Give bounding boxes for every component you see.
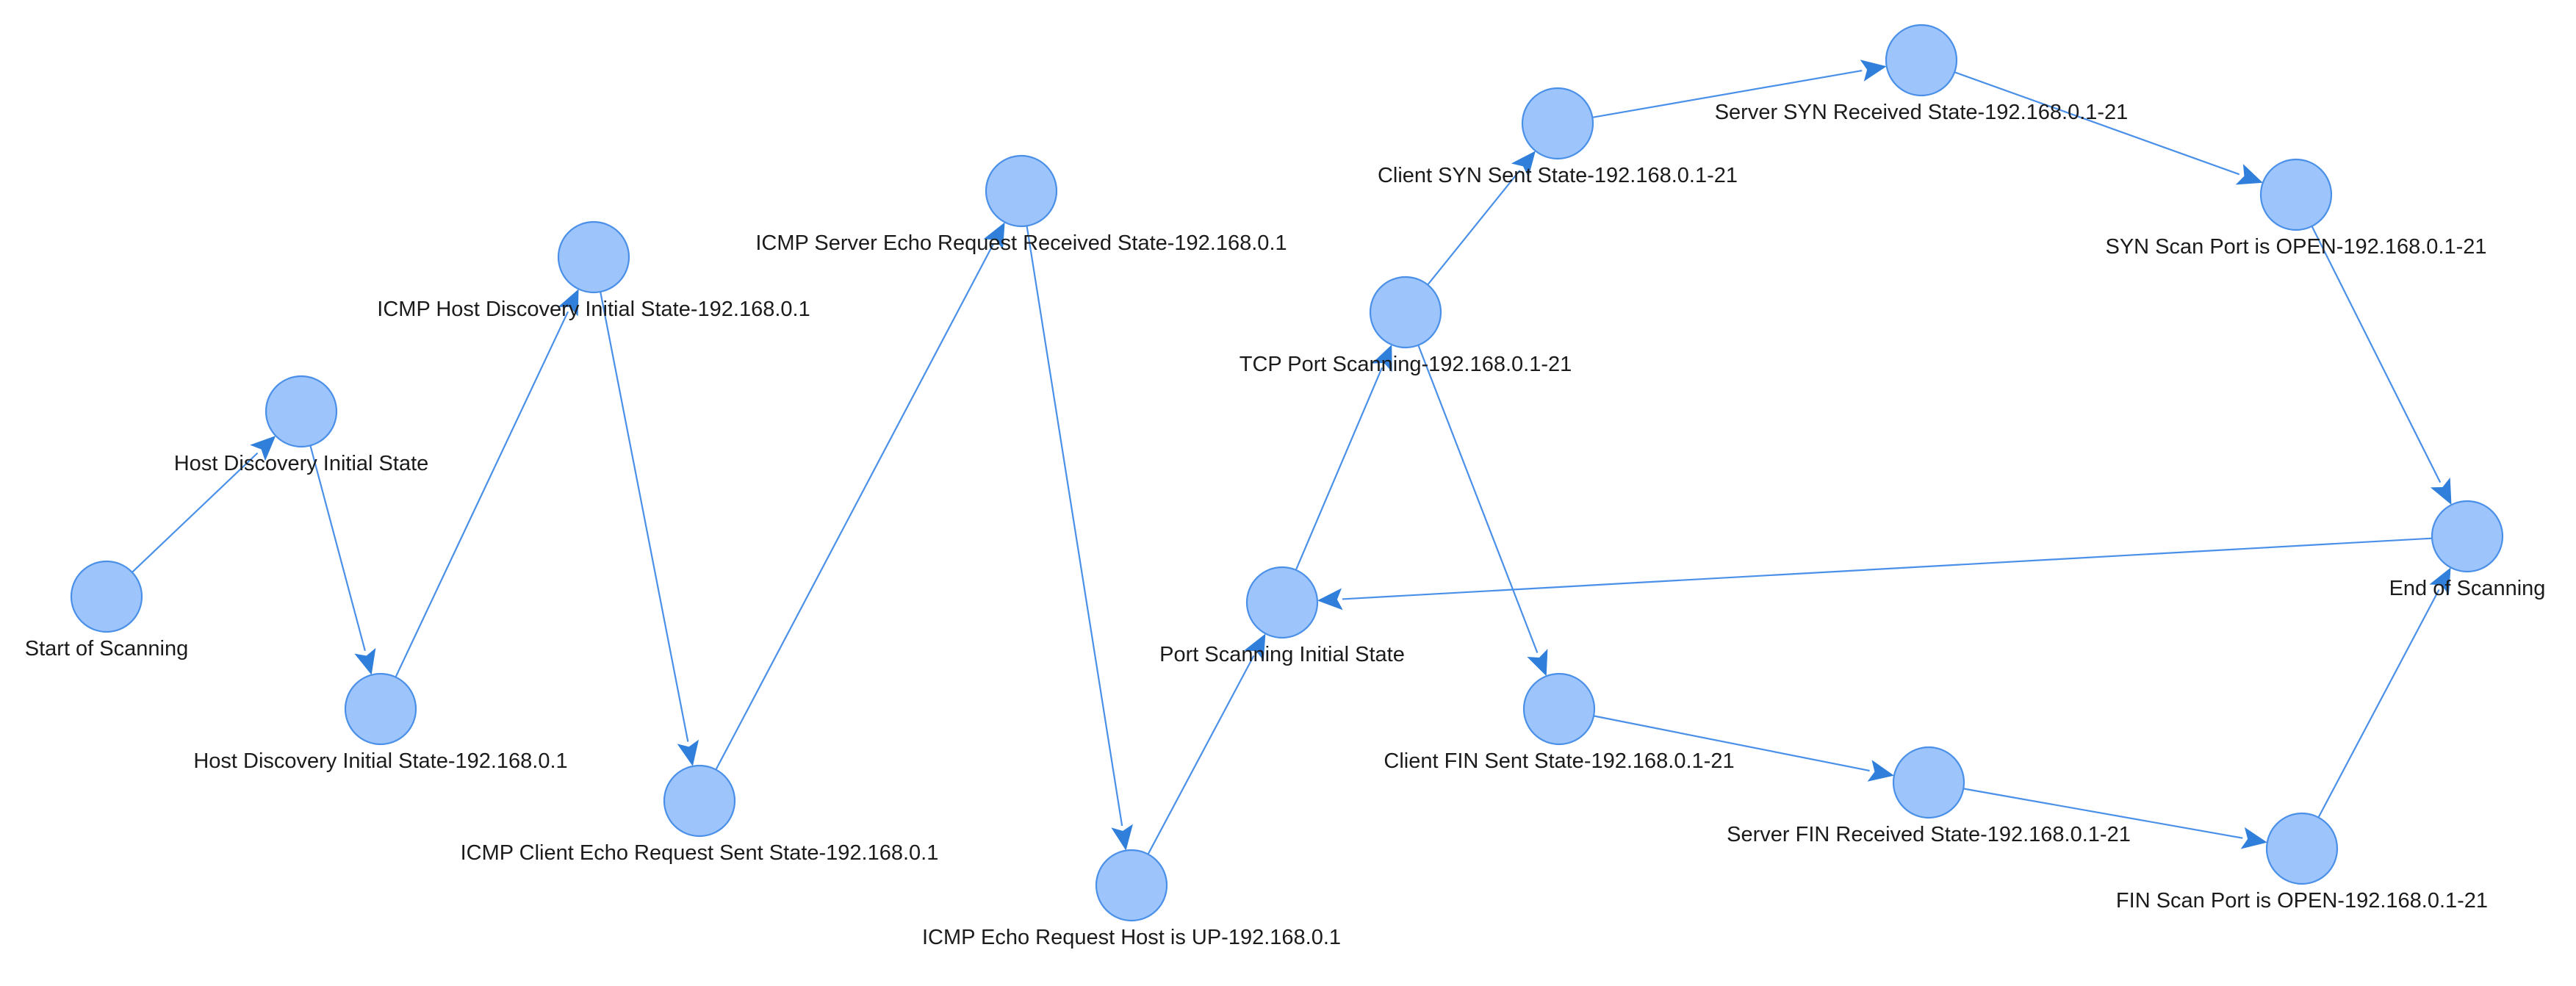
edge-fin_recv-to-fin_open — [1963, 788, 2267, 849]
edge-syn_recv-to-syn_open — [1954, 71, 2263, 185]
state-node-syn_recv[interactable] — [1885, 24, 1958, 97]
edge-fin_open-to-end — [2317, 567, 2451, 818]
edge-line — [600, 291, 689, 742]
edge-line — [309, 445, 366, 652]
arrowhead-icon — [677, 739, 699, 766]
nodes-layer — [70, 24, 2504, 922]
edge-icmp_server-to-icmp_up — [1026, 226, 1133, 851]
node-label-syn_recv: Server SYN Received State-192.168.0.1-21 — [1714, 101, 2129, 124]
arrowhead-icon — [1527, 649, 1548, 677]
state-node-icmp_up[interactable] — [1095, 849, 1168, 922]
node-label-ps_init: Port Scanning Initial State — [1159, 643, 1405, 666]
state-node-ps_init[interactable] — [1245, 566, 1319, 639]
edge-icmp_up-to-ps_init — [1147, 633, 1266, 855]
edge-end-to-ps_init — [1317, 537, 2433, 611]
state-node-icmp_server[interactable] — [985, 154, 1058, 228]
edge-line — [132, 452, 259, 573]
edge-syn_open-to-end — [2311, 226, 2452, 505]
edges-layer — [132, 60, 2452, 855]
node-label-start: Start of Scanning — [24, 637, 189, 661]
edge-line — [1026, 226, 1123, 827]
arrowhead-icon — [1244, 633, 1266, 661]
edge-start-to-hd_init — [132, 436, 276, 573]
node-label-hd_init: Host Discovery Initial State — [173, 452, 429, 475]
arrowhead-icon — [1867, 760, 1894, 782]
state-node-fin_open[interactable] — [2265, 812, 2339, 885]
state-node-fin_sent[interactable] — [1522, 672, 1596, 746]
edge-tcp_ps-to-syn_sent — [1427, 151, 1536, 286]
node-label-icmp_server: ICMP Server Echo Request Received State-… — [755, 231, 1287, 255]
node-label-fin_open: FIN Scan Port is OPEN-192.168.0.1-21 — [2115, 889, 2489, 913]
node-label-icmp_hd_init: ICMP Host Discovery Initial State-192.16… — [377, 298, 810, 321]
edge-hd_ip-to-icmp_hd_init — [395, 289, 579, 678]
node-label-syn_sent: Client SYN Sent State-192.168.0.1-21 — [1377, 164, 1738, 187]
edge-line — [1954, 71, 2240, 176]
state-node-end[interactable] — [2431, 500, 2504, 573]
arrowhead-icon — [983, 222, 1005, 250]
edge-icmp_hd_init-to-icmp_client — [600, 291, 699, 766]
edge-line — [1417, 345, 1539, 653]
edge-line — [1295, 367, 1383, 571]
node-label-fin_sent: Client FIN Sent State-192.168.0.1-21 — [1384, 749, 1735, 773]
node-label-tcp_ps: TCP Port Scanning-192.168.0.1-21 — [1239, 353, 1572, 376]
arrowhead-icon — [2240, 827, 2267, 849]
state-node-hd_ip[interactable] — [344, 672, 417, 746]
node-label-icmp_client: ICMP Client Echo Request Sent State-192.… — [460, 841, 939, 865]
edge-hd_init-to-hd_ip — [309, 445, 376, 675]
arrowhead-icon — [1511, 151, 1536, 178]
node-label-syn_open: SYN Scan Port is OPEN-192.168.0.1-21 — [2105, 235, 2487, 259]
edge-line — [1147, 655, 1255, 855]
arrowhead-icon — [1317, 588, 1343, 611]
node-label-fin_recv: Server FIN Received State-192.168.0.1-21 — [1727, 823, 2131, 846]
arrowhead-icon — [250, 436, 276, 461]
state-node-hd_init[interactable] — [265, 375, 338, 448]
edge-line — [1593, 715, 1870, 772]
node-label-hd_ip: Host Discovery Initial State-192.168.0.1 — [193, 749, 568, 773]
state-node-tcp_ps[interactable] — [1369, 276, 1442, 349]
edge-line — [715, 244, 994, 771]
edge-fin_sent-to-fin_recv — [1593, 715, 1894, 782]
edge-line — [1342, 537, 2433, 600]
arrowhead-icon — [1860, 60, 1887, 82]
state-node-icmp_hd_init[interactable] — [557, 220, 630, 294]
arrowhead-icon — [1372, 345, 1392, 373]
arrowhead-icon — [558, 289, 579, 317]
node-label-end: End of Scanning — [2389, 577, 2546, 600]
arrowhead-icon — [1111, 824, 1133, 851]
state-node-syn_sent[interactable] — [1521, 87, 1594, 160]
edge-line — [2311, 226, 2442, 483]
edge-ps_init-to-tcp_ps — [1295, 345, 1392, 571]
arrowhead-icon — [354, 647, 376, 675]
edge-line — [1592, 69, 1863, 118]
arrowhead-icon — [2430, 477, 2452, 505]
arrowhead-icon — [2235, 164, 2263, 185]
edge-line — [395, 311, 569, 678]
state-node-syn_open[interactable] — [2259, 158, 2333, 231]
state-node-fin_recv[interactable] — [1892, 746, 1965, 819]
edge-syn_sent-to-syn_recv — [1592, 60, 1887, 118]
edge-line — [1427, 170, 1521, 286]
edge-tcp_ps-to-fin_sent — [1417, 345, 1548, 677]
edge-icmp_client-to-icmp_server — [715, 222, 1005, 771]
arrowhead-icon — [2429, 567, 2451, 595]
edge-line — [2317, 589, 2440, 818]
state-node-icmp_client[interactable] — [663, 764, 736, 838]
state-node-start[interactable] — [70, 560, 143, 633]
edge-line — [1963, 788, 2243, 839]
node-label-icmp_up: ICMP Echo Request Host is UP-192.168.0.1 — [921, 926, 1342, 949]
